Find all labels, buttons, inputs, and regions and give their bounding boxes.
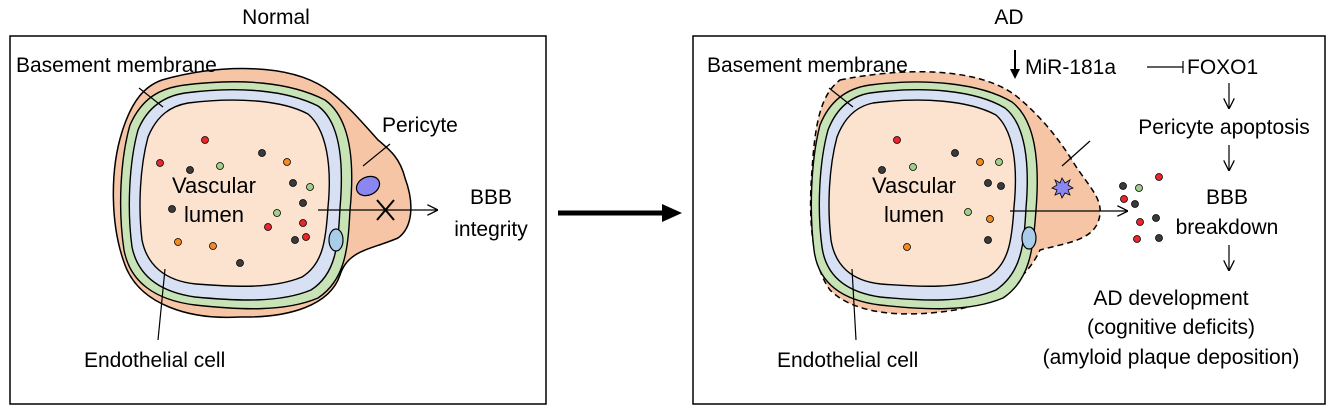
normal-panel: Normal bbox=[9, 6, 547, 405]
pericyte-apoptosis-label: Pericyte apoptosis bbox=[1138, 116, 1310, 139]
endothelial-nucleus bbox=[328, 228, 344, 252]
ad-panel-frame bbox=[692, 35, 1326, 405]
inhibition-arrow bbox=[1147, 61, 1184, 73]
normal-lumen-label-line1: Vascular bbox=[172, 173, 256, 198]
foxo1-label: FOXO1 bbox=[1187, 56, 1258, 79]
mir-181a-label: MiR-181a bbox=[1025, 56, 1116, 79]
cognitive-deficits-label: (cognitive deficits) bbox=[1087, 316, 1255, 339]
basement-membrane-label: Basement membrane bbox=[16, 54, 217, 77]
endothelial-label: Endothelial cell bbox=[84, 349, 225, 372]
normal-particles bbox=[156, 136, 314, 267]
ad-endothelial-nucleus bbox=[1021, 226, 1037, 250]
ad-panel: AD bbox=[692, 6, 1326, 405]
ad-lumen-label-line2: lumen bbox=[884, 202, 944, 227]
ad-lumen-label-line1: Vascular bbox=[872, 173, 956, 198]
bbb-breakdown-label: breakdown bbox=[1176, 216, 1279, 239]
vascular-lumen bbox=[139, 99, 330, 287]
ad-development-label: AD development bbox=[1093, 287, 1248, 310]
bbb-label: BBB bbox=[470, 186, 512, 209]
ad-basement-membrane-leader bbox=[828, 87, 854, 108]
normal-lumen-label-line2: lumen bbox=[184, 202, 244, 227]
pericyte-label: Pericyte bbox=[382, 114, 458, 137]
ad-basement-membrane-label: Basement membrane bbox=[707, 54, 908, 77]
pericyte-leader bbox=[362, 143, 391, 167]
down-arrow-icon bbox=[1010, 50, 1020, 79]
apoptosis-leader bbox=[1061, 140, 1091, 167]
normal-title: Normal bbox=[242, 6, 310, 29]
ad-vascular-lumen bbox=[828, 99, 1017, 287]
ad-particles bbox=[878, 136, 1005, 251]
cross-mark bbox=[376, 199, 395, 221]
transition-arrow bbox=[558, 204, 682, 222]
pericyte-nucleus bbox=[355, 175, 381, 197]
basement-membrane-leader bbox=[138, 87, 164, 108]
leaked-particles bbox=[1119, 173, 1163, 243]
ad-endothelial-leader bbox=[851, 268, 857, 341]
ad-endothelial-label: Endothelial cell bbox=[777, 349, 918, 372]
ad-bbb-label: BBB bbox=[1206, 186, 1248, 209]
ad-title: AD bbox=[994, 6, 1023, 29]
bbb-integrity-label: integrity bbox=[454, 218, 528, 241]
endothelial-leader bbox=[157, 268, 166, 341]
amyloid-plaque-label: (amyloid plaque deposition) bbox=[1043, 346, 1300, 369]
apoptotic-nucleus bbox=[1051, 177, 1074, 199]
normal-panel-frame bbox=[9, 35, 547, 405]
